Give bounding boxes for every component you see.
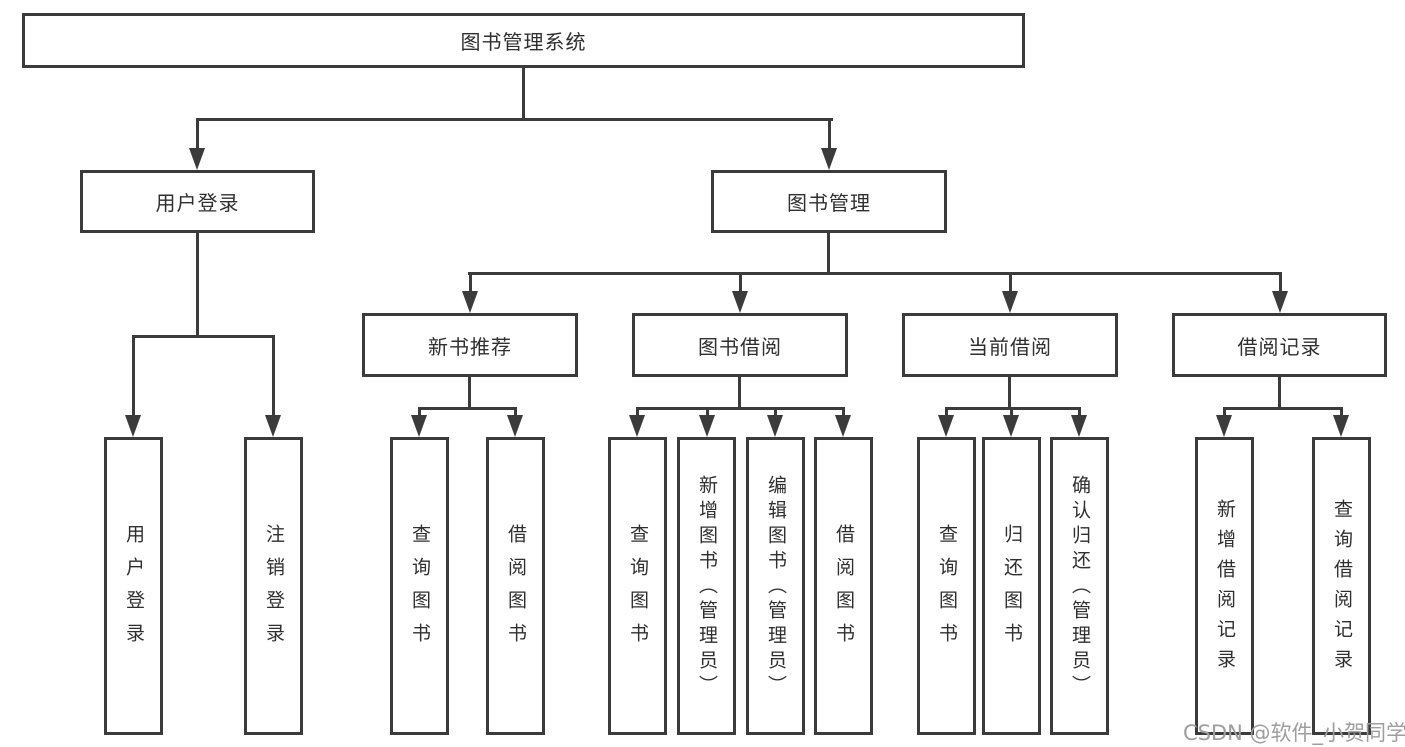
node-root: 图书管理系统 — [22, 13, 1025, 68]
connector-current-borrowing-stem — [1008, 377, 1011, 408]
connector-borrowing-records-stem — [1278, 377, 1281, 408]
node-label: 查询图书 — [409, 523, 431, 656]
node-label: 图书管理 — [787, 191, 871, 215]
node-label: 借阅图书 — [505, 523, 527, 656]
connector-new-book-rail — [418, 407, 517, 410]
node-label: 注销登录 — [263, 523, 285, 656]
leaf-logout: 注销登录 — [244, 437, 303, 735]
node-label: 借阅记录 — [1237, 334, 1322, 359]
connector-current-borrowing-rail — [945, 407, 1081, 410]
node-label: 查询借阅记录 — [1331, 498, 1353, 679]
node-user-login: 用户登录 — [80, 170, 315, 233]
leaf-query-borrow-record: 查询借阅记录 — [1312, 437, 1371, 735]
node-label: 图书管理系统 — [460, 30, 587, 54]
connector-root-stem — [522, 68, 525, 118]
leaf-borrow-books-2: 借阅图书 — [814, 437, 873, 735]
node-book-borrowing: 图书借阅 — [632, 313, 848, 377]
node-label: 用户登录 — [155, 191, 240, 215]
node-borrowing-records: 借阅记录 — [1172, 313, 1387, 377]
connector-user-login-rail — [132, 335, 275, 338]
node-label: 确认归还（管理员） — [1069, 475, 1091, 700]
node-book-management: 图书管理 — [711, 170, 947, 233]
leaf-borrow-books-1: 借阅图书 — [486, 437, 545, 735]
leaf-add-borrow-record: 新增借阅记录 — [1195, 437, 1254, 735]
node-label: 新书推荐 — [428, 334, 512, 359]
watermark: CSDN @软件_小贺同学 — [1183, 721, 1405, 745]
node-label: 归还图书 — [1001, 523, 1023, 656]
leaf-edit-book-admin: 编辑图书（管理员） — [746, 437, 805, 735]
connector-new-book-stem — [468, 377, 471, 408]
connector-book-borrowing-rail — [636, 407, 845, 410]
connector-level2-rail — [196, 118, 833, 121]
leaf-query-books-2: 查询图书 — [608, 437, 667, 735]
node-label: 用户登录 — [123, 523, 145, 656]
node-label: 查询图书 — [627, 523, 649, 656]
connector-book-management-stem — [827, 233, 830, 272]
connector-level3-rail — [468, 272, 1281, 275]
node-label: 借阅图书 — [833, 523, 855, 656]
node-current-borrowing: 当前借阅 — [902, 313, 1118, 377]
node-label: 新增借阅记录 — [1214, 498, 1236, 679]
leaf-return-books: 归还图书 — [982, 437, 1041, 735]
connector-book-borrowing-stem — [738, 377, 741, 408]
node-label: 编辑图书（管理员） — [765, 475, 787, 700]
node-label: 新增图书（管理员） — [696, 475, 718, 700]
connector-user-login-stem — [196, 233, 199, 335]
leaf-query-books-1: 查询图书 — [390, 437, 449, 735]
node-new-book-recommend: 新书推荐 — [362, 313, 578, 377]
leaf-query-books-3: 查询图书 — [917, 437, 976, 735]
leaf-add-book-admin: 新增图书（管理员） — [677, 437, 736, 735]
leaf-confirm-return-admin: 确认归还（管理员） — [1050, 437, 1109, 735]
connector-borrowing-records-rail — [1223, 407, 1343, 410]
leaf-user-login: 用户登录 — [104, 437, 163, 735]
node-label: 图书借阅 — [698, 334, 782, 359]
node-label: 查询图书 — [936, 523, 958, 656]
node-label: 当前借阅 — [968, 334, 1052, 359]
